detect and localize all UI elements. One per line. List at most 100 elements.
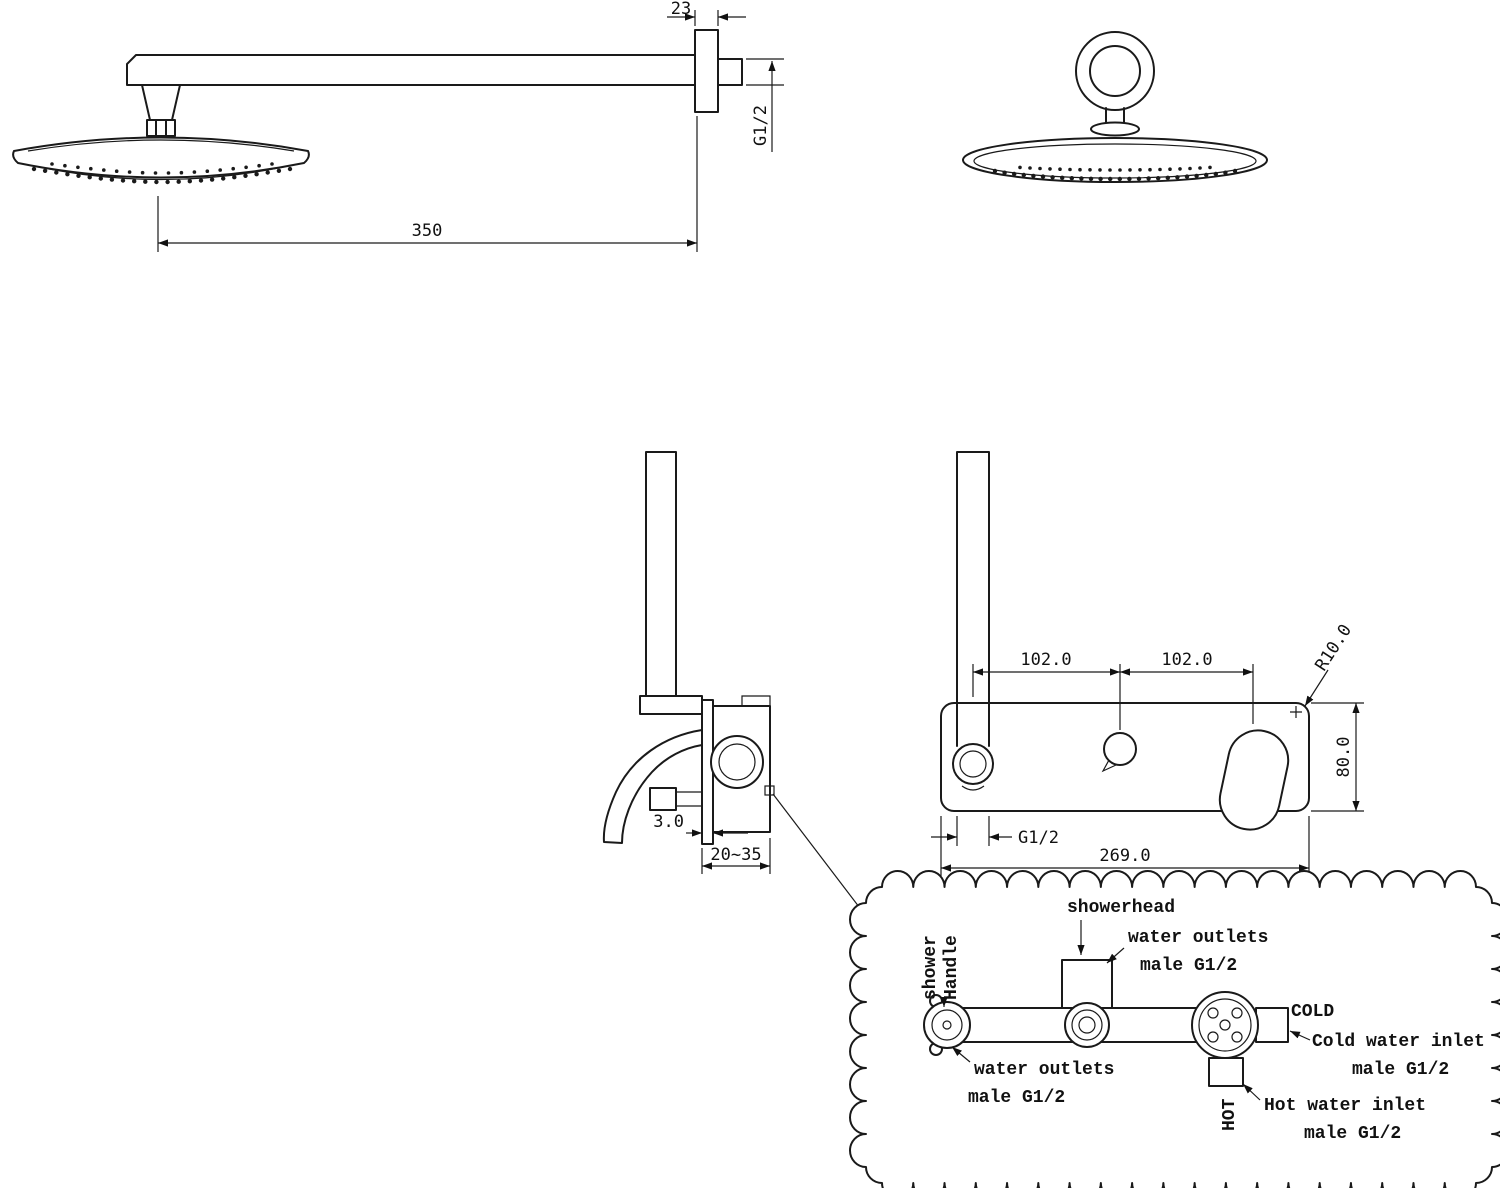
hot-inlet-label-line1: Hot water inlet bbox=[1264, 1096, 1426, 1116]
supply-pipe-side bbox=[645, 451, 677, 699]
inlet-hole-2 bbox=[1207, 1007, 1219, 1019]
dim-center-left-text: 102.0 bbox=[1020, 650, 1071, 670]
inlet-port-outer bbox=[1191, 991, 1259, 1059]
view-head-front bbox=[962, 31, 1268, 183]
leader-origin-box bbox=[764, 785, 775, 796]
shower-head-rim-line bbox=[27, 139, 295, 152]
spray-nozzles-side bbox=[31, 166, 293, 185]
dim-corner-radius: R10.0 bbox=[1304, 621, 1356, 707]
dim-plate-height: 80.0 bbox=[1311, 702, 1364, 812]
showerhead-label: showerhead bbox=[1067, 898, 1175, 918]
diverter-knob-notch bbox=[1101, 759, 1117, 773]
dim-ext-lines bbox=[956, 816, 990, 846]
handle-label-line2: shower bbox=[921, 935, 941, 1000]
dim-arm-length: 350 bbox=[157, 116, 698, 252]
shower-arm bbox=[126, 54, 696, 86]
dim-arm-thread: G1/2 bbox=[746, 58, 784, 152]
dim-thread-text: G1/2 bbox=[751, 105, 771, 146]
shower-head-face-line bbox=[33, 165, 289, 181]
dim-plate-width: 269.0 bbox=[940, 816, 1310, 876]
view-arm-side: 23 G1/2 350 bbox=[12, 0, 784, 252]
arm-nut bbox=[146, 119, 176, 137]
dim-plate-thickness: 3.0 bbox=[653, 812, 748, 837]
inlet-hole-3 bbox=[1231, 1007, 1243, 1019]
valve-port-side-inner bbox=[718, 743, 756, 781]
handle-label-line1: Handle bbox=[942, 935, 962, 1000]
dim-ext-lines bbox=[701, 838, 771, 874]
dim-leader bbox=[1304, 669, 1329, 707]
dim-center-left: 102.0 bbox=[972, 650, 1121, 730]
dim-ext-lines bbox=[746, 58, 784, 86]
inlet-hole-4 bbox=[1207, 1031, 1219, 1043]
wall-flange bbox=[694, 29, 719, 113]
hot-leader bbox=[1242, 1083, 1261, 1101]
stub-connect-lines bbox=[676, 791, 702, 807]
dim-length-text: 350 bbox=[412, 221, 443, 241]
hot-inlet-stub bbox=[1208, 1057, 1244, 1087]
outlet-bottom-leader bbox=[951, 1046, 971, 1063]
dim-arm-offset: 23 bbox=[667, 0, 746, 26]
arm-elbow-joint bbox=[141, 84, 181, 121]
diverter-knob bbox=[1103, 732, 1137, 766]
hand-shower-outlet-stub bbox=[649, 787, 677, 811]
outlet-bottom-label-line2: male G1/2 bbox=[968, 1088, 1065, 1108]
pipe-fitting bbox=[639, 695, 703, 715]
outlet-top-label-line2: male G1/2 bbox=[1140, 956, 1237, 976]
spray-nozzles-front bbox=[992, 168, 1238, 182]
ring-collar bbox=[1090, 121, 1140, 137]
dim-depth-range: 20~35 bbox=[701, 838, 771, 874]
plate-corner-cross bbox=[1290, 706, 1302, 718]
dim-outlet-thread: G1/2 bbox=[931, 816, 1059, 848]
hot-label: HOT bbox=[1220, 1098, 1240, 1131]
handle-valve-port-center bbox=[942, 1020, 952, 1030]
dim-ext-lines bbox=[694, 10, 719, 26]
ring-neck bbox=[1105, 107, 1125, 125]
showerhead-port-mid bbox=[1071, 1009, 1103, 1041]
supply-pipe-front bbox=[956, 451, 990, 747]
handle-valve-port-outer bbox=[923, 1001, 971, 1049]
outlet-top-leader bbox=[1106, 947, 1125, 964]
pipe-over-plate bbox=[956, 702, 990, 747]
mixer-handle bbox=[1218, 729, 1290, 831]
valve-handle-side bbox=[602, 729, 703, 844]
dim-depth-text: 20~35 bbox=[710, 845, 761, 865]
arm-thread-stub bbox=[717, 58, 743, 86]
showerhead-port-inner bbox=[1078, 1016, 1096, 1034]
cold-leader bbox=[1289, 1030, 1311, 1041]
shower-outlet-cup bbox=[961, 785, 985, 791]
outlet-top-label-line1: water outlets bbox=[1128, 928, 1268, 948]
cold-label: COLD bbox=[1291, 1002, 1334, 1022]
dim-radius-text: R10.0 bbox=[1311, 621, 1356, 675]
cold-inlet-label-line2: male G1/2 bbox=[1352, 1060, 1449, 1080]
outlet-bottom-label-line1: water outlets bbox=[974, 1060, 1114, 1080]
dim-center-right-text: 102.0 bbox=[1161, 650, 1212, 670]
spray-nozzles-front-inner bbox=[1018, 165, 1212, 172]
view-plate-front: 102.0 102.0 R10.0 80.0 G1/2 bbox=[931, 451, 1364, 876]
view-valve-side: 3.0 20~35 bbox=[602, 451, 934, 1005]
valve-body-step bbox=[741, 695, 771, 706]
showerhead-port-body bbox=[1061, 959, 1113, 1009]
shower-head-front-outer bbox=[962, 137, 1268, 183]
inlet-port-inner bbox=[1198, 998, 1252, 1052]
handle-valve-port-inner bbox=[931, 1009, 963, 1041]
cold-inlet-stub bbox=[1255, 1007, 1289, 1043]
cold-inlet-label-line1: Cold water inlet bbox=[1312, 1032, 1485, 1052]
dim-thickness-text: 3.0 bbox=[653, 812, 684, 832]
spray-nozzles-side-inner bbox=[50, 162, 274, 175]
dim-center-right: 102.0 bbox=[1120, 650, 1254, 724]
wall-ring-inner bbox=[1089, 45, 1141, 97]
dim-outlet-thread-text: G1/2 bbox=[1018, 828, 1059, 848]
inlet-hole-1 bbox=[1219, 1019, 1231, 1031]
dim-width-text: 269.0 bbox=[1099, 846, 1150, 866]
dim-height-text: 80.0 bbox=[1334, 737, 1354, 778]
shower-outlet-inner bbox=[959, 750, 987, 778]
shower-outlet-port bbox=[952, 743, 994, 785]
shower-head-front-rim bbox=[973, 143, 1257, 179]
shower-head-side bbox=[12, 136, 310, 179]
wall-plate-side bbox=[701, 699, 714, 845]
callout-cloud: showerhead water outlets male G1/2 Handl… bbox=[849, 870, 1500, 1188]
hot-inlet-label-line2: male G1/2 bbox=[1304, 1124, 1401, 1144]
dim-offset-text: 23 bbox=[671, 0, 691, 19]
